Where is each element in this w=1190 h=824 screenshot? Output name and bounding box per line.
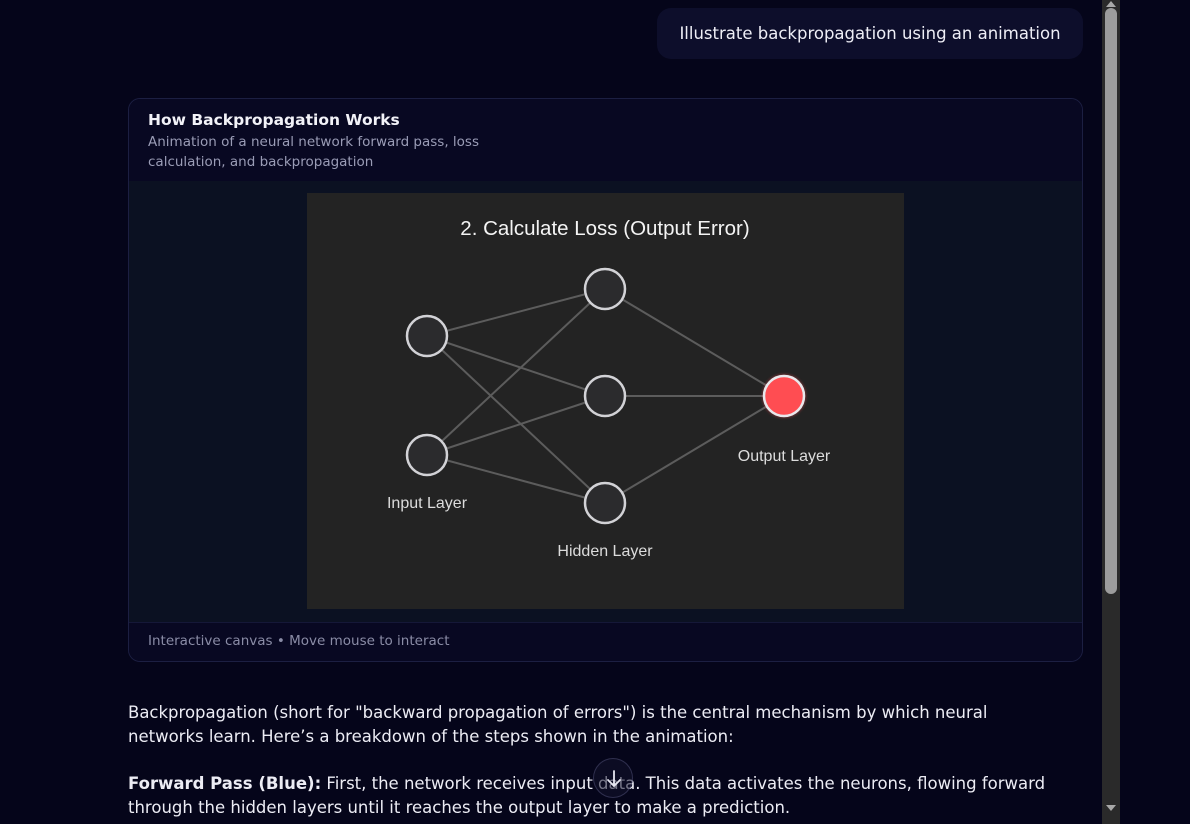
scroll-to-bottom-button[interactable] [593, 758, 633, 798]
connection-i1-h1 [426, 288, 606, 337]
input-layer-label: Input Layer [387, 495, 468, 512]
scrollbar-thumb[interactable] [1105, 8, 1117, 594]
artifact-header: How Backpropagation Works Animation of a… [129, 99, 1082, 181]
hidden-layer-label: Hidden Layer [557, 543, 653, 560]
scroll-up-arrow-icon[interactable] [1105, 0, 1117, 8]
artifact-footer-text: Interactive canvas • Move mouse to inter… [148, 633, 450, 649]
arrow-down-icon [607, 770, 621, 787]
scrollbar[interactable] [1102, 0, 1120, 824]
step-title: 2. Calculate Loss (Output Error) [460, 217, 749, 240]
connection-i1-h2 [426, 335, 606, 397]
neurons [405, 267, 806, 525]
assistant-response: Backpropagation (short for "backward pro… [128, 701, 1058, 824]
artifact-title: How Backpropagation Works [148, 111, 400, 129]
connection-i1-h3 [426, 335, 606, 504]
connection-i2-h1 [426, 288, 606, 456]
artifact-footer: Interactive canvas • Move mouse to inter… [129, 622, 1082, 661]
forward-pass-text: First, the network receives input data. … [128, 774, 1046, 817]
artifact-subtitle: Animation of a neural network forward pa… [148, 134, 480, 170]
input-neuron-1 [405, 314, 449, 358]
connection-h1-o1 [604, 288, 785, 397]
layer-labels: Input Layer Hidden Layer Output Layer [387, 448, 831, 560]
output-neuron-1 [762, 374, 806, 418]
user-message-bubble: Illustrate backpropagation using an anim… [657, 8, 1083, 59]
connections [426, 288, 785, 504]
right-margin [1120, 0, 1190, 824]
hidden-neuron-1 [583, 267, 627, 311]
artifact-body: 2. Calculate Loss (Output Error) [129, 181, 1082, 622]
scroll-down-arrow-icon[interactable] [1105, 804, 1117, 812]
hidden-neuron-3 [583, 481, 627, 525]
input-neuron-2 [405, 433, 449, 477]
output-layer-label: Output Layer [738, 448, 831, 465]
response-forward-pass: Forward Pass (Blue): First, the network … [128, 772, 1058, 820]
connection-h3-o1 [604, 395, 785, 504]
connection-i2-h2 [426, 395, 606, 456]
response-intro: Backpropagation (short for "backward pro… [128, 703, 988, 746]
connection-i2-h3 [426, 454, 606, 504]
user-message-text: Illustrate backpropagation using an anim… [679, 24, 1061, 43]
artifact-card: How Backpropagation Works Animation of a… [128, 98, 1083, 662]
hidden-neuron-2 [583, 374, 627, 418]
forward-pass-label: Forward Pass (Blue): [128, 774, 322, 793]
network-diagram: 2. Calculate Loss (Output Error) [387, 217, 831, 560]
animation-canvas[interactable]: 2. Calculate Loss (Output Error) [307, 193, 904, 609]
